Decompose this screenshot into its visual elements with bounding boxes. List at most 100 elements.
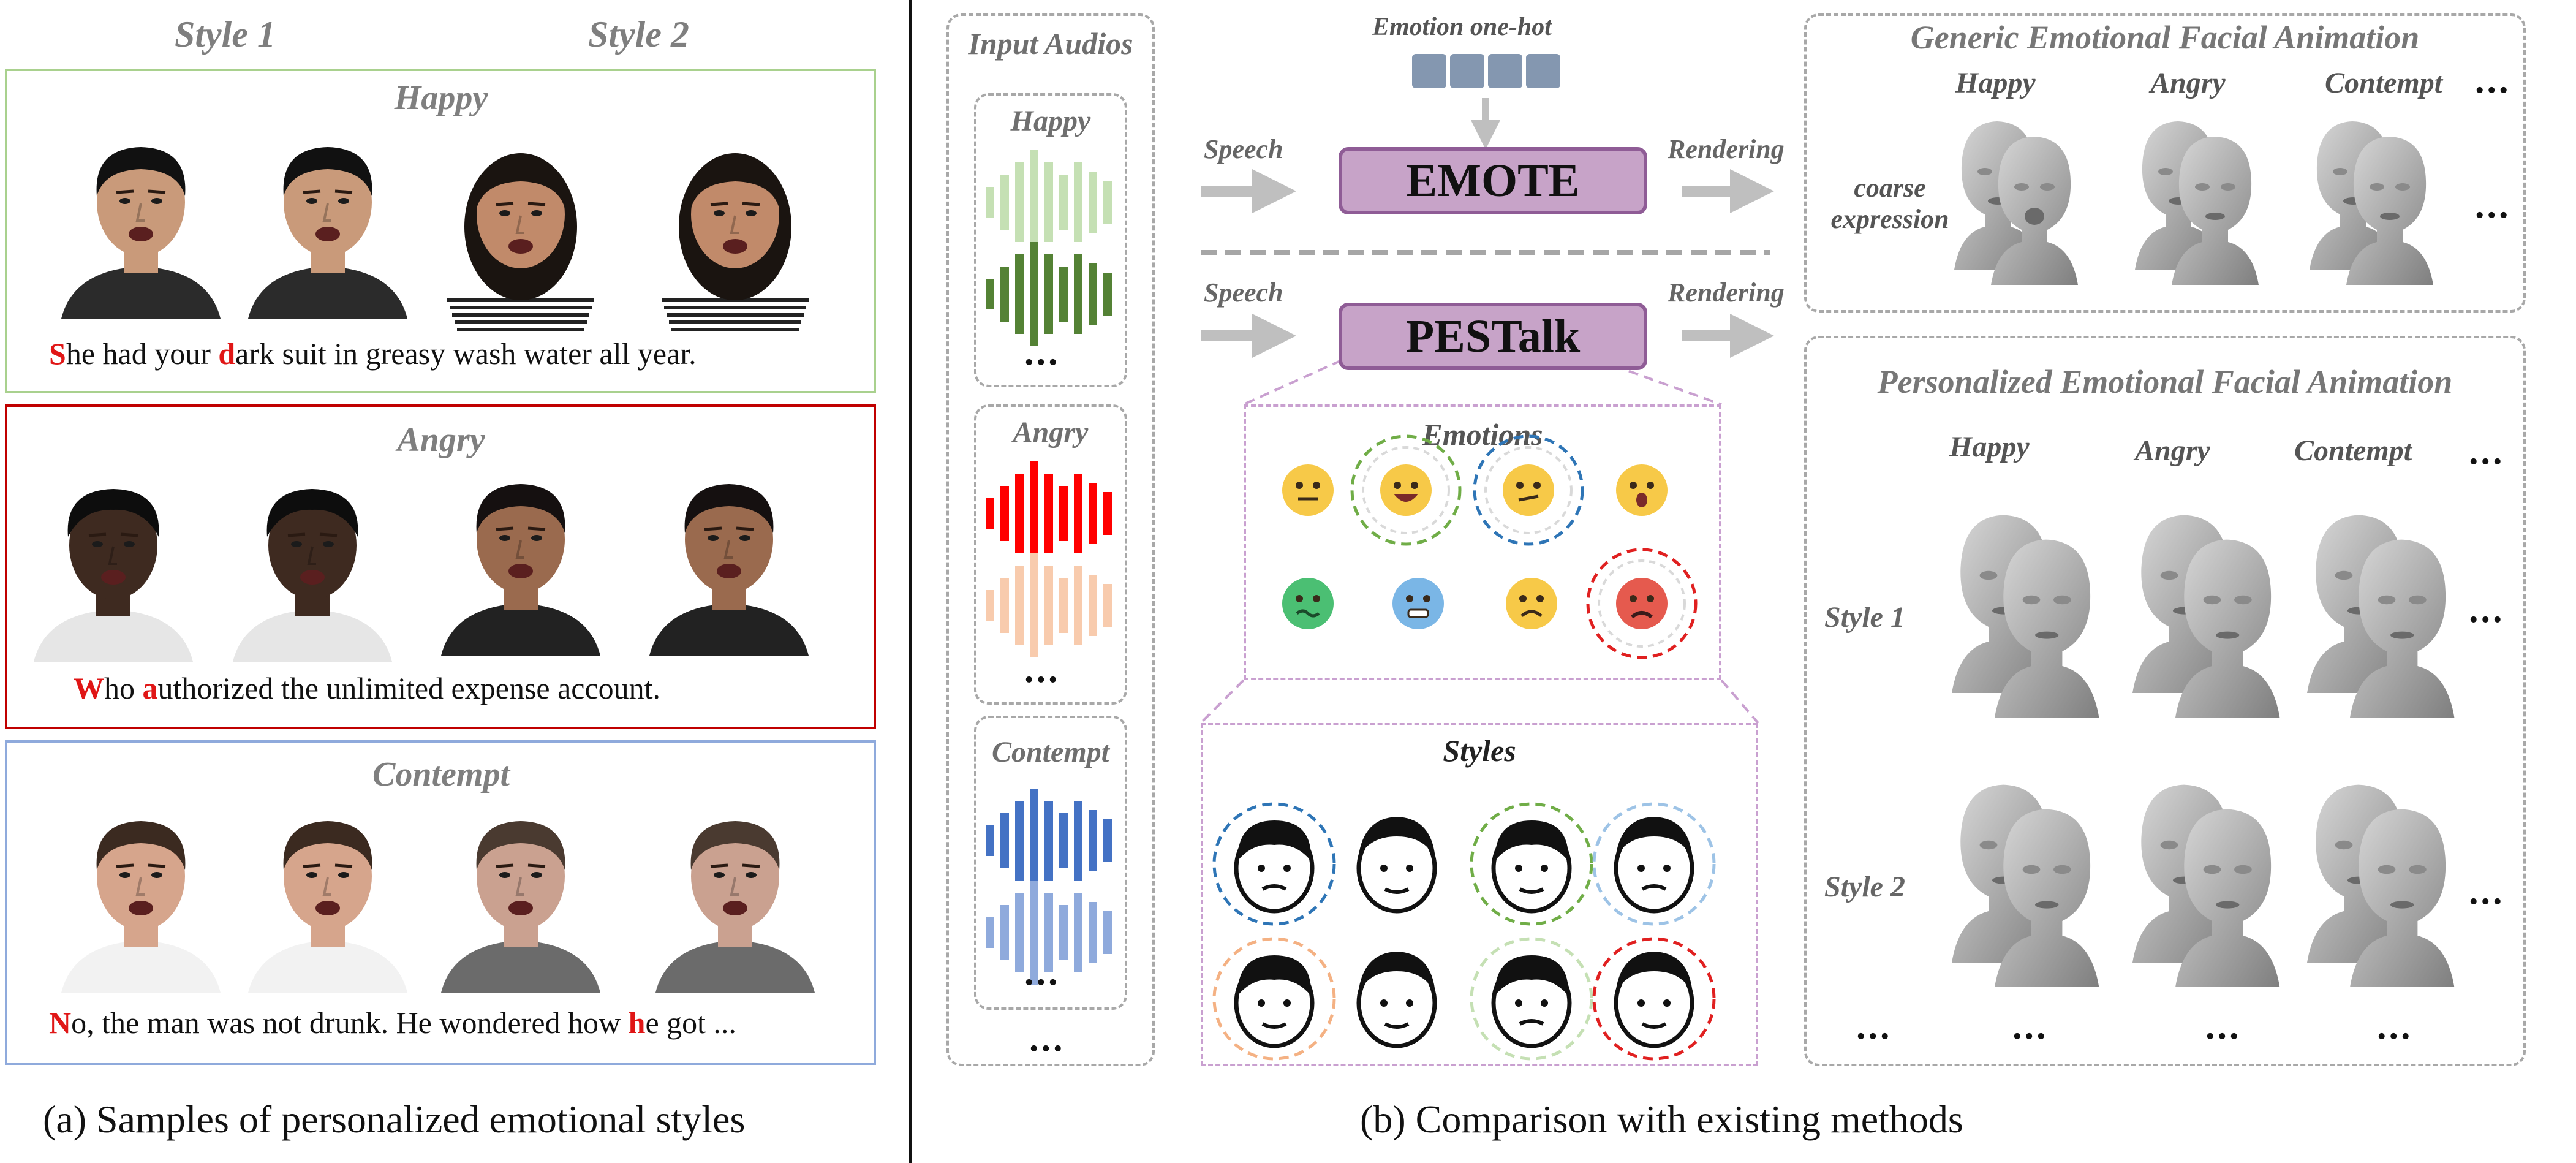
generic-emotion-angry: Angry xyxy=(2150,67,2226,99)
sentence-text: ark suit in greasy wash water all year. xyxy=(235,336,697,371)
personalized-title: Personalized Emotional Facial Animation xyxy=(1877,363,2453,400)
waveform-bar xyxy=(1044,566,1053,645)
style-header-2: Style 2 xyxy=(588,14,689,55)
head-mesh xyxy=(2350,809,2455,987)
head-mesh xyxy=(1995,809,2099,987)
panel-divider xyxy=(909,0,912,1163)
waveform-bar xyxy=(1059,486,1068,541)
waveform-bar xyxy=(1044,162,1053,242)
onehot-cell xyxy=(1450,54,1484,88)
waveform-bar xyxy=(1044,801,1053,881)
emotion-emoji-icon xyxy=(1616,464,1668,516)
waveform-bar xyxy=(986,279,994,309)
emotion-emoji-icon xyxy=(1282,464,1334,516)
sentence-text: uthorized the unlimited expense account. xyxy=(157,671,661,705)
face-photo xyxy=(441,821,600,993)
contempt-sentence: No, the man was not drunk. He wondered h… xyxy=(49,1005,736,1040)
sentence-text: he had your xyxy=(66,336,219,371)
rendering-label-emote: Rendering xyxy=(1668,134,1785,164)
emotion-emoji-icon xyxy=(1392,578,1444,629)
speech-label-pestalk: Speech xyxy=(1204,278,1283,308)
style-cartoon-icon xyxy=(1592,937,1716,1061)
caption-b: (b) Comparison with existing methods xyxy=(1360,1097,1963,1141)
waveform-bar xyxy=(1089,575,1097,636)
emote-model-box: EMOTE xyxy=(1339,147,1647,214)
audio-waveform xyxy=(986,789,1112,893)
audio-group-contempt-label: Contempt xyxy=(991,736,1110,768)
waveform-bar xyxy=(1044,254,1053,334)
face-photo xyxy=(441,484,600,656)
waveform-bar xyxy=(1074,801,1082,881)
waveform-bar xyxy=(1030,150,1038,254)
waveform-bar xyxy=(1000,578,1009,633)
bottom-ellipsis-4: ... xyxy=(2377,1006,2413,1047)
head-mesh xyxy=(2172,137,2259,285)
highlight-letter: h xyxy=(628,1006,646,1040)
style-row-1-ellipsis: ... xyxy=(2469,589,2505,631)
waveform-bar xyxy=(1059,578,1068,633)
highlight-letter: W xyxy=(74,671,104,705)
generic-emotion-contempt: Contempt xyxy=(2325,67,2443,99)
style-cartoon-icon xyxy=(1470,802,1593,926)
waveform-bar xyxy=(1089,810,1097,871)
styles-title: Styles xyxy=(1443,733,1516,768)
head-mesh xyxy=(2175,809,2280,987)
waveform-bar xyxy=(1074,474,1082,553)
waveform-bar xyxy=(1000,267,1009,322)
audio-angry-ellipsis: ... xyxy=(1024,649,1060,691)
waveform-bar xyxy=(1015,254,1024,334)
waveform-bar xyxy=(1015,162,1024,242)
face-photo xyxy=(655,153,815,331)
bottom-ellipsis-3: ... xyxy=(2205,1006,2242,1047)
audio-group-happy-label: Happy xyxy=(1010,105,1091,137)
bottom-ellipsis-2: ... xyxy=(2012,1006,2049,1047)
waveform-bar xyxy=(1044,474,1053,553)
personalized-ellipsis-header: ... xyxy=(2469,431,2505,472)
waveform-bar xyxy=(1059,905,1068,960)
head-mesh xyxy=(2175,539,2280,718)
waveform-bar xyxy=(1000,175,1009,230)
audio-waveform xyxy=(986,242,1112,346)
waveform-bar xyxy=(1015,474,1024,553)
generic-emotion-happy: Happy xyxy=(1955,67,2036,99)
waveform-bar xyxy=(1089,172,1097,233)
head-mesh xyxy=(2346,137,2433,285)
style-row-1-label: Style 1 xyxy=(1824,601,1905,634)
rendering-label-pestalk: Rendering xyxy=(1668,278,1785,308)
audio-waveform xyxy=(986,553,1112,657)
waveform-bar xyxy=(986,590,994,621)
audio-group-contempt-box xyxy=(974,716,1127,1010)
emotion-onehot-label: Emotion one-hot xyxy=(1372,13,1552,41)
audio-more-ellipsis: ... xyxy=(1029,1018,1065,1059)
audio-waveform xyxy=(986,461,1112,566)
audio-group-angry-label: Angry xyxy=(1013,416,1089,449)
audio-waveform xyxy=(986,150,1112,254)
waveform-bar xyxy=(1000,905,1009,960)
generic-title: Generic Emotional Facial Animation xyxy=(1910,19,2420,56)
styles-box xyxy=(1201,723,1758,1066)
pestalk-model-box: PESTalk xyxy=(1339,303,1647,370)
waveform-bar xyxy=(1103,819,1112,862)
generic-ellipsis-mid: ... xyxy=(2475,184,2511,226)
style-row-2-label: Style 2 xyxy=(1824,871,1905,903)
waveform-bar xyxy=(986,498,994,529)
style-cartoon-icon xyxy=(1212,937,1336,1061)
happy-sentence: She had your dark suit in greasy wash wa… xyxy=(49,336,697,371)
waveform-bar xyxy=(986,825,994,856)
waveform-bar xyxy=(1030,881,1038,985)
style-cartoon-icon xyxy=(1470,937,1593,1061)
highlight-letter: N xyxy=(49,1006,72,1040)
waveform-bar xyxy=(1059,267,1068,322)
head-mesh xyxy=(2350,539,2455,718)
emotions-title: Emotions xyxy=(1422,417,1543,452)
head-mesh xyxy=(1991,137,2078,285)
personalized-animation-box xyxy=(1804,336,2526,1066)
waveform-bar xyxy=(1103,584,1112,627)
waveform-bar xyxy=(1103,181,1112,224)
audio-contempt-ellipsis: ... xyxy=(1024,952,1060,993)
input-audios-box xyxy=(946,13,1155,1066)
face-photo xyxy=(34,489,193,662)
style-header-1: Style 1 xyxy=(175,14,276,55)
style-cartoon-icon xyxy=(1356,952,1437,1048)
